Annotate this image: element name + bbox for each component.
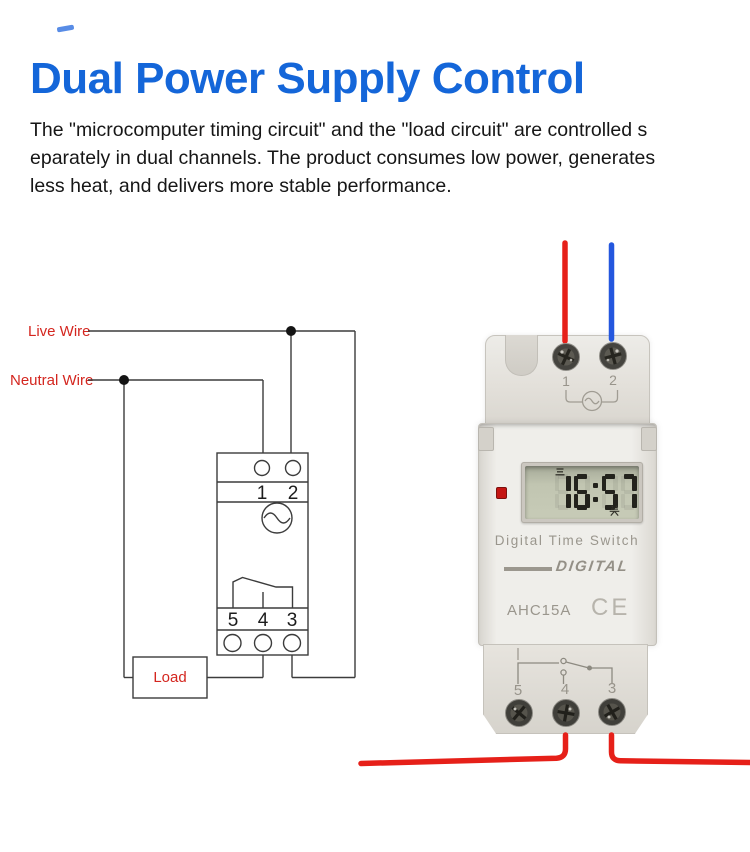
junction-dots: [119, 326, 296, 385]
lcd-day-indicator: [555, 468, 565, 476]
wiring-diagram-lines: [88, 330, 356, 699]
description-line: The "microcomputer timing circuit" and t…: [30, 119, 648, 141]
device-mounting-notch: [505, 335, 538, 376]
brand-logo-line: [504, 567, 552, 571]
diagram-terminal-2: 2: [287, 483, 299, 504]
relay-switch-symbol: [232, 576, 294, 608]
lcd-time: [553, 474, 638, 510]
device-hinge-right: [641, 427, 657, 451]
lcd-screen: [525, 466, 639, 519]
load-wire-left: [358, 732, 569, 767]
device-terminal-2-label: 2: [609, 372, 617, 388]
description-line: eparately in dual channels. The product …: [30, 147, 656, 169]
diagram-terminal-3: 3: [286, 610, 298, 631]
device-terminal-3-label: 3: [607, 680, 617, 697]
device-terminal-1-label: 1: [562, 373, 570, 389]
diagram-terminal-5: 5: [227, 610, 239, 631]
live-wire-label: Live Wire: [28, 323, 91, 340]
diagram-terminal-hole: [253, 633, 273, 653]
decorative-tick: [56, 24, 75, 33]
page-title: Dual Power Supply Control: [30, 54, 585, 103]
diagram-terminal-1: 1: [256, 483, 268, 504]
diagram-terminal-hole: [223, 633, 242, 653]
device-hinge-left: [478, 427, 494, 451]
description-line: less heat, and delivers more stable perf…: [30, 175, 452, 197]
ce-mark: CE: [591, 594, 631, 621]
ac-source-symbol: [261, 502, 293, 534]
product-label: Digital Time Switch: [494, 533, 640, 548]
diagram-terminal-hole: [253, 459, 271, 477]
load-label: Load: [153, 669, 187, 686]
brand-logo: DIGITAL: [504, 558, 644, 576]
load-wire-right: [608, 732, 750, 766]
description: The "microcomputer timing circuit" and t…: [30, 116, 720, 200]
power-led-indicator: [496, 487, 507, 499]
diagram-terminal-4: 4: [257, 610, 269, 631]
neutral-wire-label: Neutral Wire: [10, 372, 94, 389]
device-main-body: [478, 423, 657, 646]
device-terminal-4-label: 4: [560, 681, 570, 698]
lcd-display: [521, 462, 643, 523]
brand-logo-text: DIGITAL: [554, 558, 631, 575]
device-terminal-5-label: 5: [513, 682, 523, 699]
lcd-off-indicator: [609, 505, 620, 516]
model-number: AHC15A: [507, 602, 572, 619]
diagram-terminal-hole: [284, 459, 302, 477]
diagram-terminal-hole: [282, 633, 302, 653]
